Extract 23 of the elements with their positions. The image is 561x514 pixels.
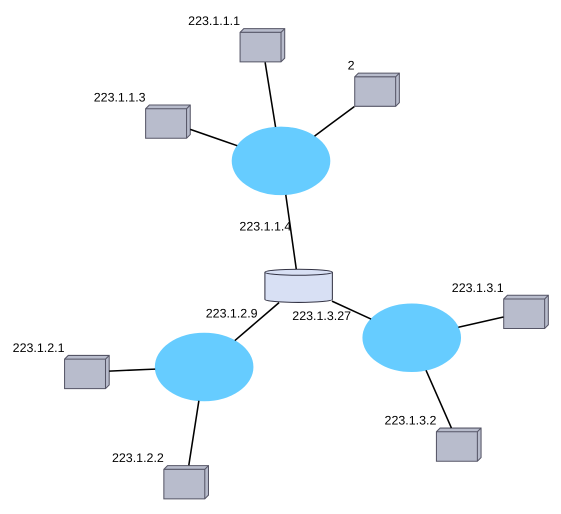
node-label: 223.1.1.1 bbox=[188, 14, 240, 28]
connector bbox=[332, 300, 372, 320]
connector bbox=[234, 302, 280, 342]
node-label: 223.1.3.1 bbox=[452, 280, 504, 295]
node-label: 223.1.2.1 bbox=[12, 340, 65, 355]
connector bbox=[188, 400, 200, 466]
node-label: 223.1.3.2 bbox=[384, 414, 436, 428]
node-cloud bbox=[362, 304, 462, 372]
connector bbox=[285, 194, 298, 270]
node-label: 2 bbox=[348, 58, 355, 73]
edge-label: 223.1.2.9 bbox=[206, 306, 258, 321]
node-label: 223.1.2.2 bbox=[112, 451, 164, 466]
connector bbox=[458, 316, 504, 328]
node-cloud bbox=[232, 126, 330, 196]
connector bbox=[109, 368, 156, 372]
node-cloud bbox=[154, 332, 254, 402]
connector bbox=[425, 370, 452, 428]
edge-label: 223.1.1.4 bbox=[239, 219, 292, 234]
edge-label: 223.1.3.27 bbox=[292, 308, 352, 323]
connector bbox=[190, 128, 238, 146]
connector bbox=[314, 106, 355, 137]
connector bbox=[264, 62, 276, 128]
node-label: 223.1.1.3 bbox=[94, 90, 146, 105]
